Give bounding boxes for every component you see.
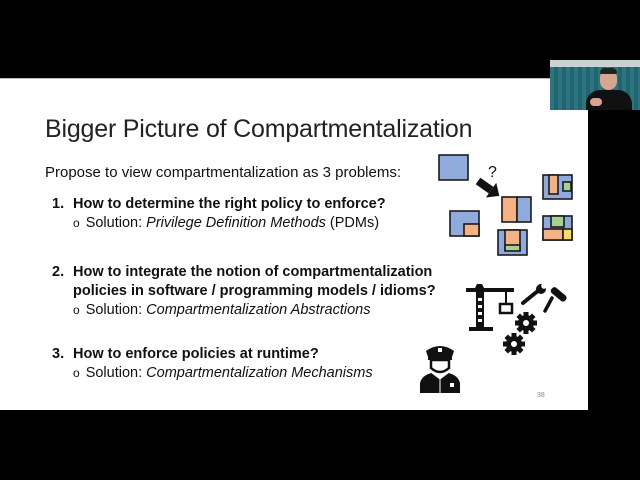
presenter-webcam xyxy=(550,60,640,110)
bullet-icon: o xyxy=(73,216,80,230)
problem-item-1: 1. How to determine the right policy to e… xyxy=(52,195,386,233)
gears-icon xyxy=(503,312,537,355)
crane-icon xyxy=(466,284,514,331)
item-question-cont: policies in software / programming model… xyxy=(73,283,436,299)
item-number: 3. xyxy=(52,346,65,362)
compartment-boxes-icon: ? xyxy=(438,154,573,256)
item-number: 2. xyxy=(52,264,65,280)
slide-intro: Propose to view compartmentalization as … xyxy=(45,164,402,181)
item-question: How to enforce policies at runtime? xyxy=(73,346,319,362)
bullet-icon: o xyxy=(73,366,80,380)
problem-item-2: 2. How to integrate the notion of compart… xyxy=(52,263,436,320)
page-number: 38 xyxy=(537,392,545,399)
bullet-icon: o xyxy=(73,303,80,317)
question-mark: ? xyxy=(488,164,497,181)
wrench-icon xyxy=(521,283,547,305)
solution-name: Compartmentalization Abstractions xyxy=(146,302,371,318)
solution-name: Compartmentalization Mechanisms xyxy=(146,365,373,381)
solution-name: Privilege Definition Methods xyxy=(146,215,326,231)
presentation-slide: Bigger Picture of Compartmentalization P… xyxy=(0,78,588,410)
paint-roller-icon xyxy=(543,287,567,313)
police-officer-icon xyxy=(420,346,460,393)
item-question: How to integrate the notion of compartme… xyxy=(73,264,433,280)
item-number: 1. xyxy=(52,196,65,212)
item-question: How to determine the right policy to enf… xyxy=(73,196,386,212)
slide-title: Bigger Picture of Compartmentalization xyxy=(45,115,473,143)
